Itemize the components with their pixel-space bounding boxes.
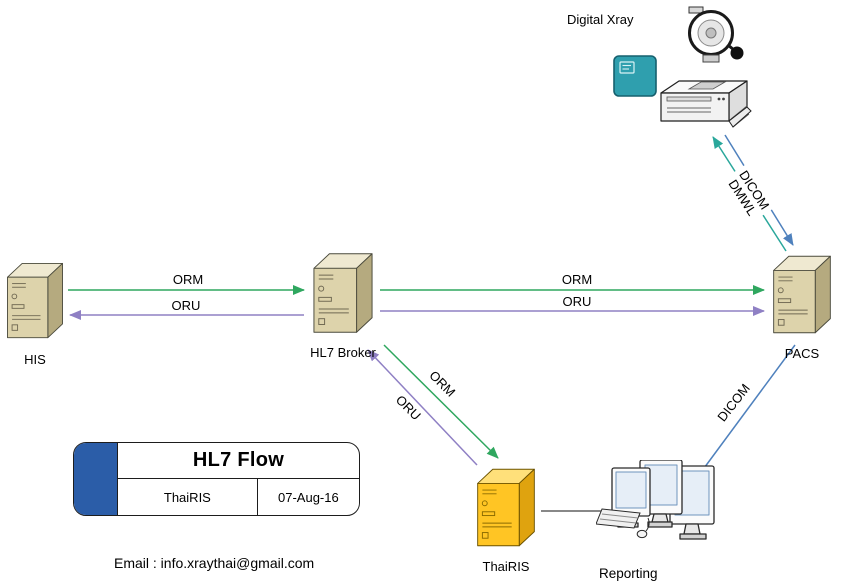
server-icon-his [2,255,68,347]
edge-label-broker-pacs-oru: ORU [562,294,592,309]
title-block: HL7 Flow ThaiRIS 07-Aug-16 [73,442,360,516]
reporting-label: Reporting [599,566,658,581]
printer-icon [660,80,752,128]
edge-label-thairis-broker-oru: ORU [392,392,424,424]
server-icon-broker [308,247,378,340]
thairis-label: ThaiRIS [482,559,530,574]
server-icon-pacs [768,249,836,341]
digital-xray-label: Digital Xray [567,12,634,27]
detector-panel-icon [613,55,657,97]
edge-label-broker-thairis-orm: ORM [426,367,459,400]
his-label: HIS [24,352,46,367]
edge-label-pacs-reporting-dicom: DICOM [714,380,753,425]
title-block-org: ThaiRIS [118,479,258,515]
node-thairis: ThaiRIS [472,462,540,574]
workstations-icon [596,460,715,540]
hl7-broker-label: HL7 Broker [310,345,376,360]
title-block-body: HL7 Flow ThaiRIS 07-Aug-16 [118,443,359,515]
edge-label-dicom-dmwl: DICOM DMWL [721,164,775,224]
edge-label-his-broker-orm: ORM [172,272,204,287]
edge-label-his-broker-oru: ORU [171,298,201,313]
edge-pacs-reporting-dicom [695,344,796,480]
edge-label-broker-pacs-orm: ORM [561,272,593,287]
title-block-row: ThaiRIS 07-Aug-16 [118,479,359,515]
edge-thairis-broker-oru [367,349,478,466]
title-block-title: HL7 Flow [118,443,359,479]
node-hl7-broker: HL7 Broker [307,247,379,360]
pacs-label: PACS [784,346,820,361]
xray-tube-icon [688,6,744,63]
node-pacs: PACS [768,249,836,361]
server-icon-thairis [472,462,540,554]
email-text: Email : info.xraythai@gmail.com [114,555,315,571]
title-block-accent-strip [74,443,118,515]
title-block-date: 07-Aug-16 [278,489,339,505]
node-his: HIS [1,255,69,367]
